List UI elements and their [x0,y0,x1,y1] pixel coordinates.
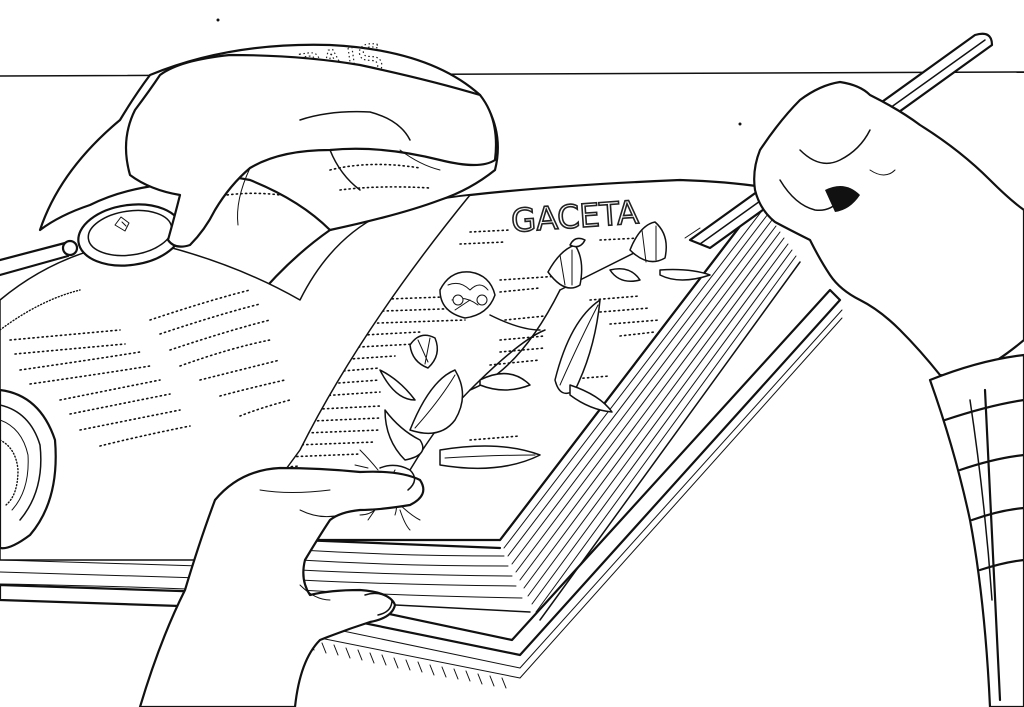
right-hand [684,32,1024,707]
leaf-lower [439,445,541,470]
flower-tulip-1 [547,237,586,289]
knuckle-line-3 [299,584,331,601]
leaf-tip [379,369,416,401]
bottom-hand [138,464,425,707]
tweezers-tip [684,227,701,239]
roll-shading [0,439,19,506]
leaf-mid [479,372,531,391]
finger-shadow [825,186,860,212]
thumb-line [237,167,251,226]
finger-crease-2 [329,149,361,191]
sleeve-stripe-2 [958,453,1024,472]
leaf-small [569,384,613,413]
board-edge-line [299,309,843,669]
sleeve-stripe-v1 [983,388,1002,702]
left-page-curl-dots [0,289,81,331]
fingernail-1 [379,464,416,491]
table-dot-2 [738,122,742,126]
knuckle-line-1 [259,489,331,493]
left-page-text-lines [9,289,291,447]
flower-bud [409,334,439,369]
right-finger-line [799,129,871,165]
magnifying-glass-icon [0,203,183,277]
left-hand-upper [124,53,498,248]
sleeve-stripe-4 [978,558,1024,572]
sleeve-stripe-v2 [969,399,993,601]
board-edge-line-2 [299,317,843,679]
flower-tulip-2 [609,221,711,282]
flower-clover [439,271,496,319]
side-stem [489,314,541,331]
knuckle-line-2 [299,509,341,518]
left-hand-shape [124,53,498,248]
sleeve [928,353,1024,707]
fingernail-2 [364,592,393,616]
sleeve-stripe-1 [943,398,1024,422]
roll-inner-line [0,404,42,521]
finger-crease-3 [399,149,441,171]
finger-crease-1 [299,110,411,141]
leaf-curled [384,409,424,461]
book-bottom-board [0,288,842,657]
knuckle-right [869,169,896,176]
table-dot [216,18,220,22]
roll-inner-line-2 [0,419,29,511]
bottom-hand-shape [138,466,425,707]
sleeve-stripe-3 [970,506,1024,522]
pressed-plant [354,221,711,531]
